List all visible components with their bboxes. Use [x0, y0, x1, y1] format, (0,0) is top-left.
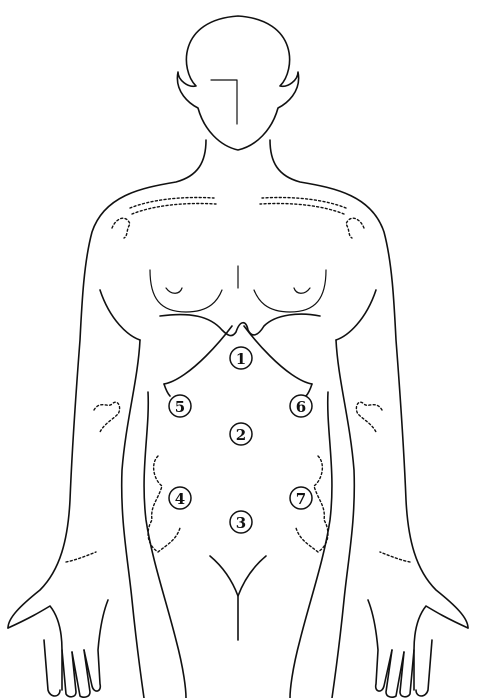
chest [150, 266, 326, 396]
region-7: 7 [290, 487, 312, 509]
svg-text:1: 1 [236, 350, 246, 368]
svg-text:2: 2 [236, 426, 246, 444]
region-4: 4 [169, 487, 191, 509]
nose-mark [211, 80, 237, 124]
svg-text:6: 6 [296, 398, 306, 416]
svg-text:7: 7 [296, 490, 306, 508]
region-3: 3 [230, 511, 252, 533]
dotted-marks [66, 197, 410, 562]
region-2: 2 [230, 423, 252, 445]
right-hand [368, 600, 468, 697]
region-labels: 1 2 3 4 5 6 7 [169, 347, 312, 533]
svg-text:4: 4 [175, 490, 185, 508]
head [177, 16, 298, 150]
svg-text:3: 3 [236, 514, 246, 532]
region-1: 1 [230, 347, 252, 369]
svg-text:5: 5 [175, 398, 185, 416]
region-5: 5 [169, 395, 191, 417]
groin-line [210, 556, 266, 596]
left-hand [8, 600, 108, 697]
region-6: 6 [290, 395, 312, 417]
